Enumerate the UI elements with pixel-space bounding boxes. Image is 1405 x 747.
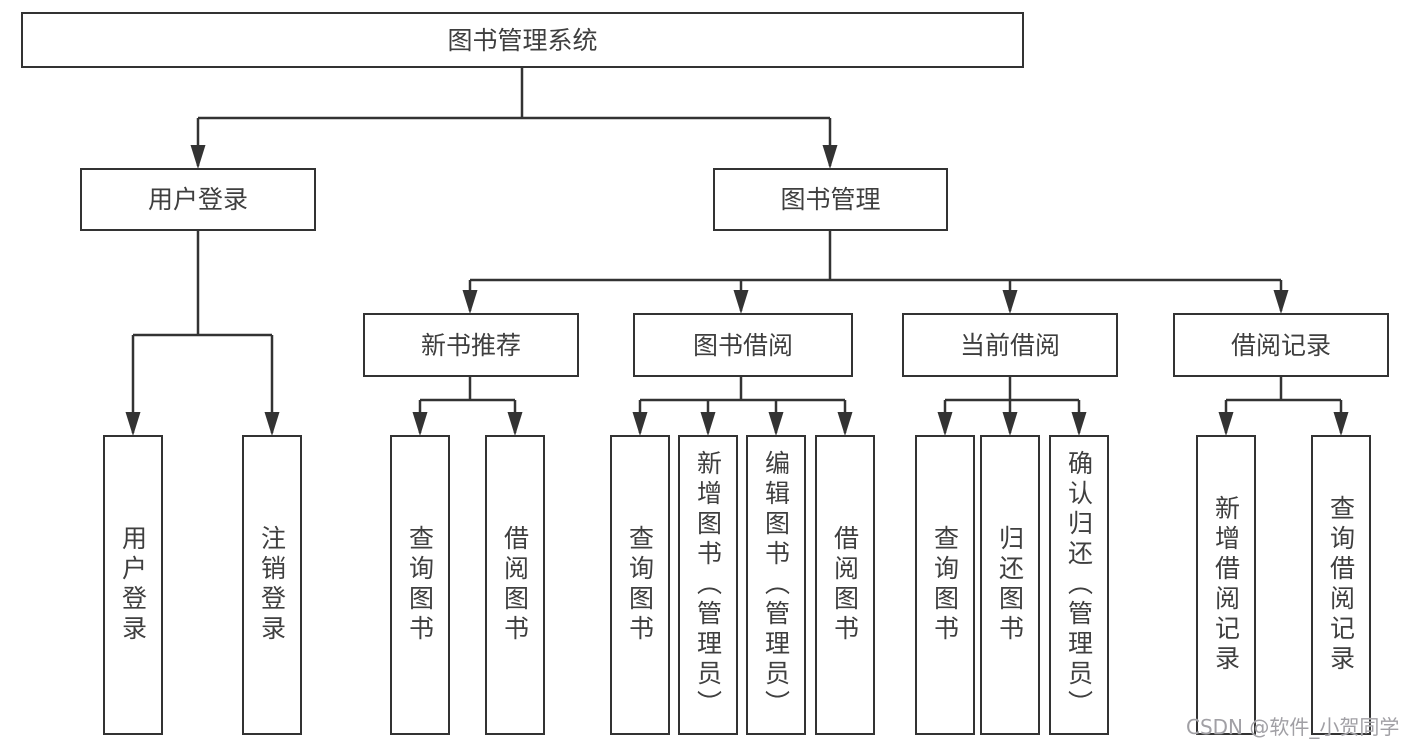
connector-current-borrowing-to-leaves <box>937 377 1087 436</box>
leaf-query-books-recommend: 查询图书 <box>390 435 450 735</box>
leaf-label: 查询图书 <box>625 525 655 645</box>
connector-book-management-to-sections <box>462 231 1289 314</box>
leaf-query-borrow-record: 查询借阅记录 <box>1311 435 1371 735</box>
node-library-management-system: 图书管理系统 <box>21 12 1024 68</box>
node-label: 用户登录 <box>147 185 248 214</box>
csdn-watermark: CSDN @软件_小贺同学 <box>1186 715 1400 739</box>
node-book-management: 图书管理 <box>713 168 948 231</box>
leaf-label: 注销登录 <box>257 525 287 645</box>
leaf-confirm-return-admin: 确认归还（管理员） <box>1049 435 1109 735</box>
node-label: 图书管理 <box>780 185 881 214</box>
leaf-label: 查询图书 <box>405 525 435 645</box>
leaf-add-borrow-record: 新增借阅记录 <box>1196 435 1256 735</box>
leaf-add-books-admin: 新增图书（管理员） <box>678 435 738 735</box>
leaf-query-books-borrowing: 查询图书 <box>610 435 670 735</box>
connector-root-to-level1 <box>190 68 838 169</box>
node-borrowing-records: 借阅记录 <box>1173 313 1389 377</box>
leaf-label: 确认归还（管理员） <box>1064 450 1094 720</box>
node-label: 图书借阅 <box>692 330 793 360</box>
connector-book-borrowing-to-leaves <box>632 377 853 436</box>
leaf-label: 借阅图书 <box>500 525 530 645</box>
leaf-return-books: 归还图书 <box>980 435 1040 735</box>
node-current-borrowing: 当前借阅 <box>902 313 1118 377</box>
leaf-user-login: 用户登录 <box>103 435 163 735</box>
leaf-label: 编辑图书（管理员） <box>761 450 791 720</box>
leaf-label: 借阅图书 <box>830 525 860 645</box>
connector-user-login-to-leaves <box>125 231 280 436</box>
node-book-borrowing: 图书借阅 <box>633 313 853 377</box>
leaf-label: 新增借阅记录 <box>1211 495 1241 675</box>
leaf-label: 新增图书（管理员） <box>693 450 723 720</box>
leaf-borrow-books-recommend: 借阅图书 <box>485 435 545 735</box>
leaf-query-books-current: 查询图书 <box>915 435 975 735</box>
leaf-label: 归还图书 <box>995 525 1025 645</box>
node-label: 当前借阅 <box>959 330 1060 360</box>
leaf-label: 查询图书 <box>930 525 960 645</box>
connector-new-book-recommendation-to-leaves <box>412 377 523 436</box>
node-label: 新书推荐 <box>420 330 521 360</box>
leaf-logout: 注销登录 <box>242 435 302 735</box>
node-label: 借阅记录 <box>1230 330 1331 360</box>
node-new-book-recommendation: 新书推荐 <box>363 313 579 377</box>
node-label: 图书管理系统 <box>447 25 598 55</box>
leaf-label: 查询借阅记录 <box>1326 495 1356 675</box>
leaf-edit-books-admin: 编辑图书（管理员） <box>746 435 806 735</box>
leaf-label: 用户登录 <box>118 525 148 645</box>
node-user-login: 用户登录 <box>80 168 316 231</box>
leaf-borrow-books: 借阅图书 <box>815 435 875 735</box>
connector-borrowing-records-to-leaves <box>1218 377 1349 436</box>
